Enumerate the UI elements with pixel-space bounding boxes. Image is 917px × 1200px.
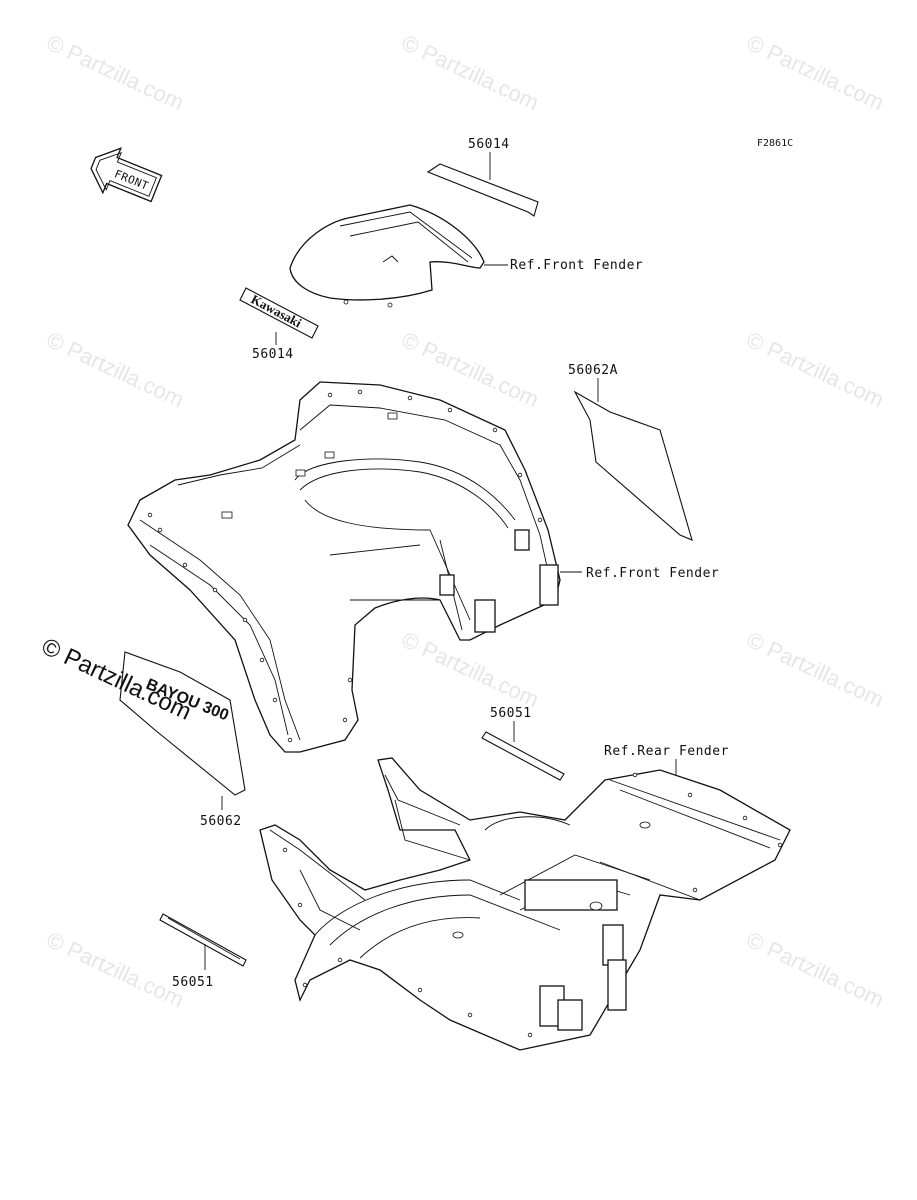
watermark: © Partzilla.com bbox=[43, 30, 188, 115]
callout-ref-front-fender-top: Ref.Front Fender bbox=[510, 258, 643, 273]
callout-left-decal: 56062 bbox=[200, 814, 242, 829]
strip-lettering bbox=[167, 917, 241, 960]
watermark: © Partzilla.com bbox=[43, 927, 188, 1012]
callout-ref-front-fender-mid: Ref.Front Fender bbox=[586, 566, 719, 581]
kawasaki-logo-text: Kawasaki bbox=[249, 291, 305, 330]
callout-bottom-strip: 56051 bbox=[172, 975, 214, 990]
watermark: © Partzilla.com bbox=[743, 30, 888, 115]
side-decal-56062a bbox=[573, 390, 693, 541]
kawasaki-decal: Kawasaki bbox=[239, 287, 319, 339]
rear-strip-56051 bbox=[481, 731, 565, 781]
callout-rear-strip: 56051 bbox=[490, 706, 532, 721]
front-arrow-icon: FRONT bbox=[90, 147, 163, 203]
top-decal-56014 bbox=[426, 163, 539, 217]
watermark: © Partzilla.com bbox=[743, 627, 888, 712]
watermark: © Partzilla.com bbox=[43, 327, 188, 412]
front-fender bbox=[127, 381, 561, 753]
callout-top-decal: 56014 bbox=[468, 137, 510, 152]
rear-fender bbox=[259, 757, 791, 1051]
diagram-code: F2861C bbox=[757, 138, 793, 149]
callout-kawasaki-decal: 56014 bbox=[252, 347, 294, 362]
watermark: © Partzilla.com bbox=[743, 927, 888, 1012]
watermark: © Partzilla.com bbox=[398, 30, 543, 115]
callout-side-decal: 56062A bbox=[568, 363, 618, 378]
front-fender-cover bbox=[289, 204, 485, 308]
watermark: © Partzilla.com bbox=[743, 327, 888, 412]
bottom-strip-56051 bbox=[159, 913, 247, 967]
callout-ref-rear-fender: Ref.Rear Fender bbox=[604, 744, 729, 759]
